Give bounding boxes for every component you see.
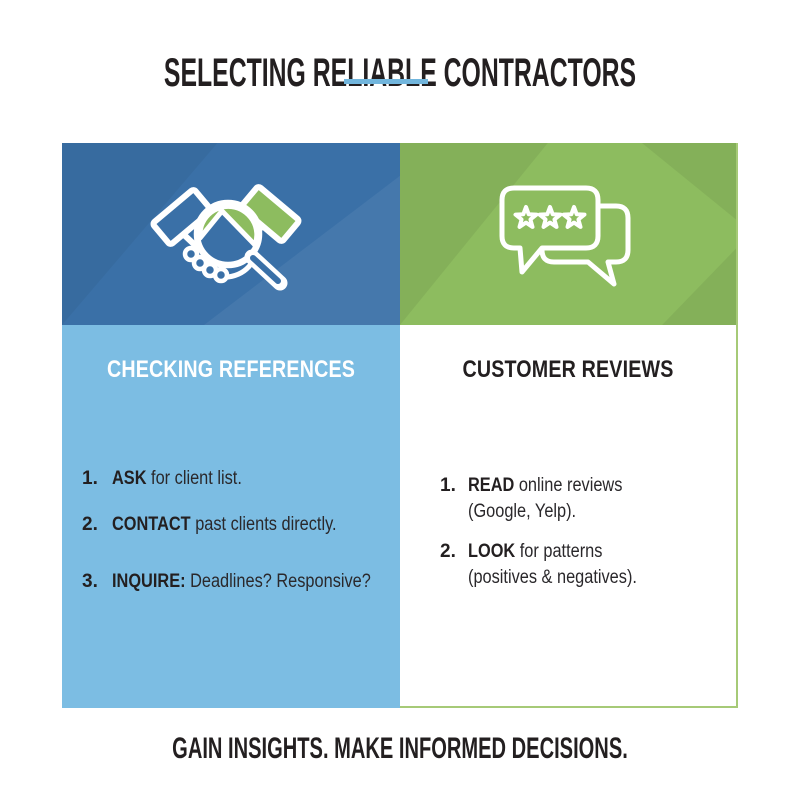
comparison-panels: CHECKING REFERENCES 1. ASK for client li…	[62, 143, 738, 708]
item-keyword: READ	[468, 475, 515, 496]
panel-checking-references: CHECKING REFERENCES 1. ASK for client li…	[62, 143, 400, 708]
list-item: 1. ASK for client list.	[82, 467, 400, 491]
list-item: 2. LOOK for patterns (positives & negati…	[440, 539, 736, 591]
customer-reviews-list: 1. READ online reviews (Google, Yelp). 2…	[400, 473, 736, 591]
item-rest: online reviews	[518, 475, 623, 496]
item-number: 2.	[82, 514, 98, 535]
item-rest-line2: (positives & negatives).	[468, 567, 637, 588]
item-keyword: LOOK	[468, 541, 516, 562]
title-underline	[344, 79, 428, 84]
magnifier-handle-inner	[250, 254, 281, 284]
review-bubbles-icon	[499, 185, 631, 286]
page-title: SELECTING RELIABLE CONTRACTORS	[163, 50, 637, 95]
item-rest: Deadlines? Responsive?	[190, 571, 371, 592]
star-icon	[537, 204, 563, 229]
item-text: READ online reviews (Google, Yelp).	[468, 473, 622, 525]
item-rest: past clients directly.	[195, 514, 337, 535]
list-item: 1. READ online reviews (Google, Yelp).	[440, 473, 736, 525]
right-sleeve	[238, 183, 302, 244]
footer-tagline: GAIN INSIGHTS. MAKE INFORMED DECISIONS.	[172, 732, 628, 765]
item-number: 1.	[440, 475, 456, 496]
lens-mountain-shape	[197, 203, 260, 247]
item-text: INQUIRE: Deadlines? Responsive?	[112, 570, 371, 594]
panel-heading-customer-reviews: CUSTOMER REVIEWS	[462, 356, 674, 383]
item-text: CONTACT past clients directly.	[112, 513, 337, 537]
item-number: 3.	[82, 571, 98, 592]
panel-heading-checking-references: CHECKING REFERENCES	[106, 356, 356, 383]
item-keyword: ASK	[112, 468, 147, 489]
list-item: 3. INQUIRE: Deadlines? Responsive?	[82, 570, 400, 594]
star-icon	[561, 204, 587, 229]
star-icon	[513, 204, 539, 229]
panel-customer-reviews: CUSTOMER REVIEWS 1. READ online reviews …	[400, 143, 738, 708]
item-rest-line2: (Google, Yelp).	[468, 501, 577, 522]
finger-knuckle	[182, 245, 200, 262]
hand-curve	[225, 261, 254, 279]
customer-reviews-header-band	[400, 143, 736, 325]
item-rest: for client list.	[151, 468, 242, 489]
item-keyword: CONTACT	[112, 514, 191, 535]
left-sleeve	[150, 186, 214, 247]
item-number: 1.	[82, 468, 98, 489]
checking-references-list: 1. ASK for client list. 2. CONTACT past …	[62, 467, 400, 594]
item-text: ASK for client list.	[112, 467, 242, 491]
handshake-magnifier-icon	[150, 183, 302, 290]
item-keyword: INQUIRE:	[112, 571, 186, 592]
item-number: 2.	[440, 541, 456, 562]
item-text: LOOK for patterns (positives & negatives…	[468, 539, 637, 591]
checking-references-header-band	[62, 143, 400, 325]
finger-knuckle	[212, 266, 230, 283]
item-rest: for patterns	[519, 541, 603, 562]
list-item: 2. CONTACT past clients directly.	[82, 513, 400, 537]
